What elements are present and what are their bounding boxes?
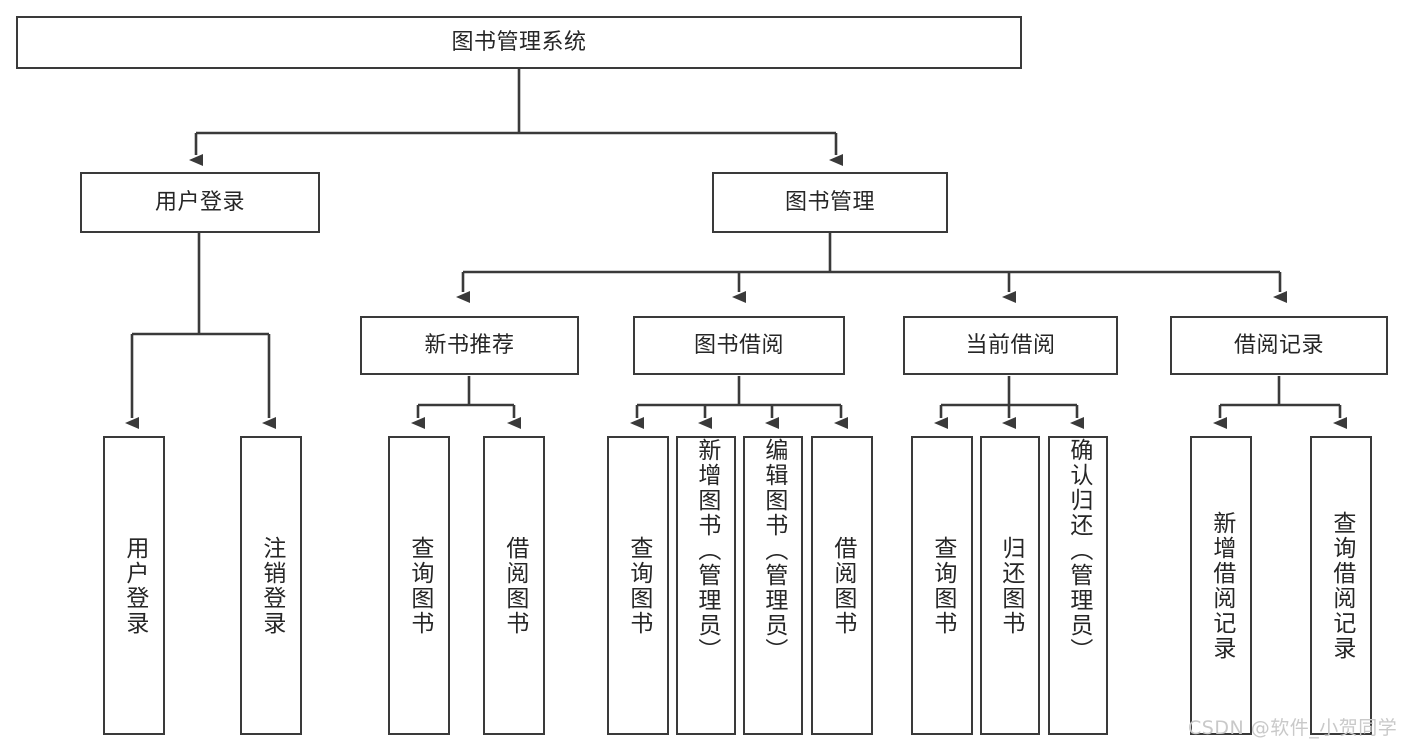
leaf-add-record[interactable]: 新增借阅记录 [1190,436,1252,735]
leaf-query-book-1-label: 查询图书 [406,535,433,636]
leaf-user-login-label: 用户登录 [121,535,148,636]
leaf-query-book-1[interactable]: 查询图书 [388,436,450,735]
node-root[interactable]: 图书管理系统 [16,16,1022,69]
leaf-borrow-book-1[interactable]: 借阅图书 [483,436,545,735]
node-book-manage-label: 图书管理 [784,189,875,215]
leaf-query-book-3-label: 查询图书 [929,535,956,636]
node-root-label: 图书管理系统 [451,29,587,55]
leaf-add-book[interactable]: 新增图书（管理员） [676,436,736,735]
leaf-borrow-book-2-label: 借阅图书 [829,535,856,636]
leaf-edit-book[interactable]: 编辑图书（管理员） [743,436,803,735]
watermark: CSDN @软件_小贺同学 [1188,717,1398,739]
leaf-confirm-return-label: 确认归还（管理员） [1065,438,1092,663]
node-current-borrow-label: 当前借阅 [965,332,1056,358]
node-new-book-recommend[interactable]: 新书推荐 [360,316,579,375]
node-book-manage[interactable]: 图书管理 [712,172,948,233]
leaf-query-book-3[interactable]: 查询图书 [911,436,973,735]
node-borrow-record[interactable]: 借阅记录 [1170,316,1388,375]
node-book-borrow-label: 图书借阅 [693,332,784,358]
leaf-return-book[interactable]: 归还图书 [980,436,1040,735]
leaf-confirm-return[interactable]: 确认归还（管理员） [1048,436,1108,735]
leaf-query-record-label: 查询借阅记录 [1328,510,1355,661]
leaf-logout[interactable]: 注销登录 [240,436,302,735]
leaf-edit-book-label: 编辑图书（管理员） [760,438,787,663]
leaf-logout-label: 注销登录 [258,535,285,636]
leaf-borrow-book-2[interactable]: 借阅图书 [811,436,873,735]
leaf-query-record[interactable]: 查询借阅记录 [1310,436,1372,735]
node-book-borrow[interactable]: 图书借阅 [633,316,845,375]
node-user-login-label: 用户登录 [154,189,245,215]
node-user-login[interactable]: 用户登录 [80,172,320,233]
node-current-borrow[interactable]: 当前借阅 [903,316,1118,375]
node-new-book-recommend-label: 新书推荐 [424,332,515,358]
leaf-return-book-label: 归还图书 [997,535,1024,636]
leaf-add-book-label: 新增图书（管理员） [693,438,720,663]
node-borrow-record-label: 借阅记录 [1233,332,1324,358]
leaf-add-record-label: 新增借阅记录 [1208,510,1235,661]
leaf-query-book-2-label: 查询图书 [625,535,652,636]
leaf-user-login[interactable]: 用户登录 [103,436,165,735]
leaf-query-book-2[interactable]: 查询图书 [607,436,669,735]
leaf-borrow-book-1-label: 借阅图书 [501,535,528,636]
